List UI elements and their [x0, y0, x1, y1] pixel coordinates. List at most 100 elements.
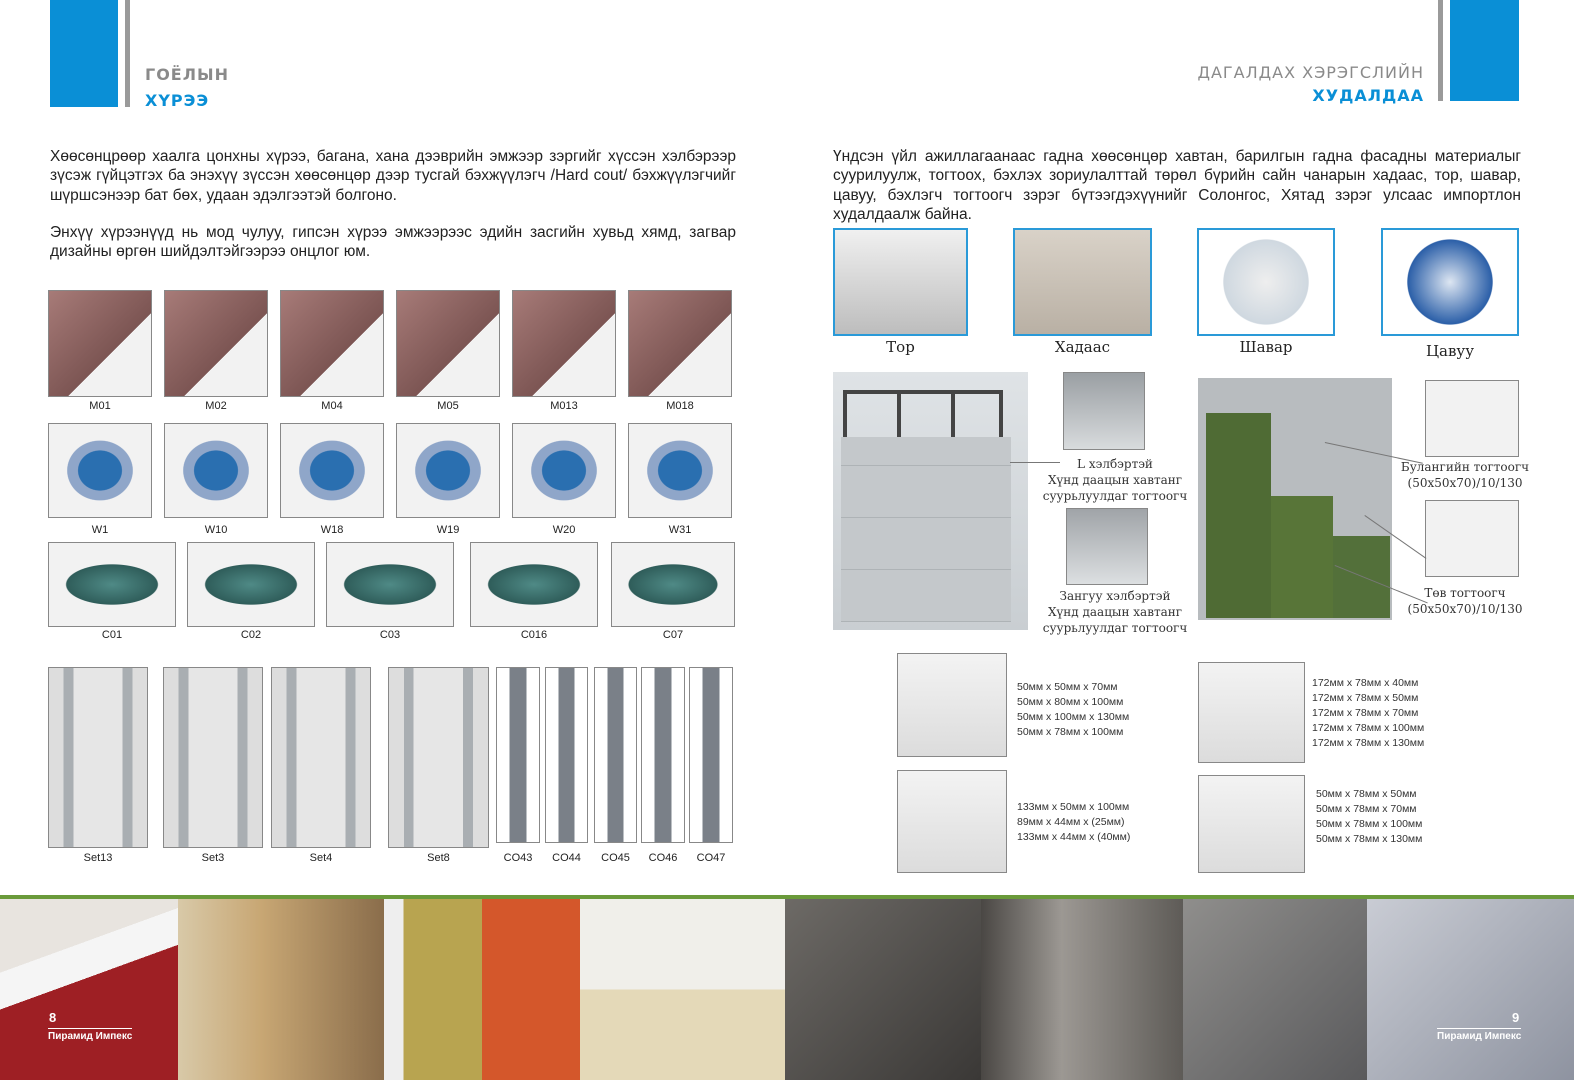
moulding-label: C01 [101, 629, 123, 641]
corbel-label: M013 [550, 400, 578, 412]
corner-holder-image [1425, 380, 1519, 457]
moulding-label: C03 [379, 629, 401, 641]
window-image [628, 423, 732, 518]
specs-corner: 172мм x 78мм x 40мм 172мм x 78мм x 50мм 17… [1312, 676, 1424, 751]
spec-line: 172мм x 78мм x 70мм [1312, 707, 1419, 719]
column-label: CO44 [552, 852, 581, 864]
left-paragraph-1: Хөөсөнцрөөр хаалга цонхны хүрээ, багана,… [50, 148, 736, 204]
corbel-label: M018 [666, 400, 694, 412]
corbel-label: M02 [205, 400, 227, 412]
moulding-image [187, 542, 315, 627]
moulding-image [611, 542, 735, 627]
photo-crown-moulding [580, 899, 785, 1080]
caption-line: (50x50x70)/10/130 [1407, 476, 1523, 490]
window-image [280, 423, 384, 518]
right-page-number: 9 [1512, 1010, 1520, 1025]
photo-arch-interior [178, 899, 384, 1080]
left-paragraph-2: Энхүү хүрээнүүд нь мод чулуу, гипсэн хүр… [50, 224, 736, 261]
green-divider [0, 895, 1574, 899]
window-image [164, 423, 268, 518]
corbel-image [164, 290, 268, 397]
spec-line: 133мм x 50мм x 100мм [1017, 801, 1130, 813]
caption-line: L хэлбэртэй [1077, 457, 1153, 471]
l-bracket-caption: L хэлбэртэй Хүнд даацын хавтанг суурьлуу… [1040, 456, 1190, 504]
column-image [496, 667, 540, 843]
window-label: W31 [668, 524, 692, 536]
spec-line: 50мм x 100мм x 130мм [1017, 711, 1130, 723]
spec-line: 50мм x 80мм x 100мм [1017, 696, 1124, 708]
spec-line: 89мм x 44мм x (25мм) [1017, 816, 1125, 828]
zangu-bracket-caption: Зангуу хэлбэртэй Хүнд даацын хавтанг суу… [1040, 588, 1190, 636]
product-label: Цавуу [1425, 342, 1475, 360]
corbel-image [48, 290, 152, 397]
right-title-line2: ХУДАЛДАА [1312, 86, 1424, 105]
spec-zangu-image [897, 770, 1007, 873]
corbel-label: M01 [89, 400, 111, 412]
moulding-image [326, 542, 454, 627]
moulding-label: C016 [520, 629, 548, 641]
l-bracket-image [1063, 372, 1145, 450]
center-holder-caption: Төв тогтоогч (50x50x70)/10/130 [1395, 585, 1535, 617]
spec-line: 50мм x 78мм x 100мм [1316, 818, 1423, 830]
column-label: CO45 [601, 852, 630, 864]
window-label: W1 [91, 524, 109, 536]
door-set-label: Set13 [83, 852, 113, 864]
door-set-image [163, 667, 263, 848]
right-gray-bar [1438, 0, 1443, 101]
spec-center-image [1198, 775, 1305, 873]
column-image [545, 667, 588, 843]
photo-doorway-orange [384, 899, 580, 1080]
caption-line: Төв тогтоогч [1424, 586, 1506, 600]
caption-line: Булангийн тогтоогч [1400, 460, 1530, 474]
product-0-image [833, 228, 968, 336]
product-label: Тор [886, 338, 915, 356]
moulding-label: C02 [240, 629, 262, 641]
window-label: W10 [204, 524, 228, 536]
window-image [396, 423, 500, 518]
spec-line: 50мм x 50мм x 70мм [1017, 681, 1118, 693]
left-company-name: Пирамид Импекс [48, 1028, 133, 1042]
zangu-bracket-image [1066, 508, 1148, 585]
photo-install-2 [981, 899, 1183, 1080]
facade-tile-diagram [1198, 378, 1392, 620]
door-set-image [48, 667, 148, 848]
corbel-label: M04 [321, 400, 343, 412]
right-title-line1: ДАГАЛДАХ ХЭРЭГСЛИЙН [1197, 63, 1424, 82]
door-set-image [271, 667, 371, 848]
caption-line: суурьлуулдаг тогтоогч [1042, 489, 1188, 503]
specs-zangu: 133мм x 50мм x 100мм 89мм x 44мм x (25мм)… [1017, 800, 1130, 845]
product-3-image [1381, 228, 1519, 336]
caption-line: Хүнд даацын хавтанг [1047, 473, 1183, 487]
spec-line: 172мм x 78мм x 100мм [1312, 722, 1425, 734]
spec-line: 50мм x 78мм x 70мм [1316, 803, 1417, 815]
window-label: W18 [320, 524, 344, 536]
moulding-label: C07 [662, 629, 684, 641]
right-paragraph: Үндсэн үйл ажиллагаанаас гадна хөөсөнцөр… [833, 148, 1521, 223]
column-label: CO46 [648, 852, 678, 864]
photo-install-1 [785, 899, 981, 1080]
door-set-label: Set3 [201, 852, 225, 864]
column-label: CO43 [503, 852, 533, 864]
spec-line: 172мм x 78мм x 50мм [1312, 692, 1419, 704]
window-label: W20 [552, 524, 576, 536]
window-image [512, 423, 616, 518]
center-holder-image [1425, 500, 1519, 577]
corbel-image [396, 290, 500, 397]
spec-line: 50мм x 78мм x 130мм [1316, 833, 1423, 845]
product-label: Хадаас [1054, 338, 1111, 356]
spec-line: 133мм x 44мм x (40мм) [1017, 831, 1131, 843]
left-gray-bar [125, 0, 130, 107]
door-set-label: Set4 [309, 852, 333, 864]
door-set-image [388, 667, 489, 848]
left-title-line2: ХҮРЭЭ [145, 91, 210, 110]
photo-install-3 [1183, 899, 1367, 1080]
facade-frame-diagram [833, 372, 1028, 630]
window-label: W19 [436, 524, 460, 536]
spec-line: 172мм x 78мм x 40мм [1312, 677, 1419, 689]
left-blue-block [50, 0, 118, 107]
photo-install-4 [1367, 899, 1574, 1080]
left-title-line1: ГОЁЛЫН [145, 65, 229, 84]
specs-l-bracket: 50мм x 50мм x 70мм 50мм x 80мм x 100мм 50м… [1017, 680, 1129, 740]
corbel-image [512, 290, 616, 397]
